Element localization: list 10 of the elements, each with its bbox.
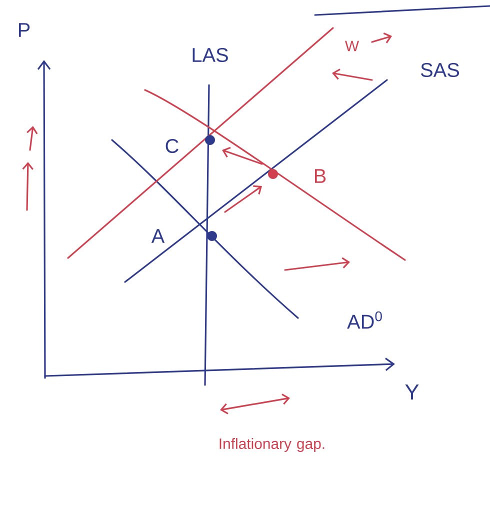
axis-label: P xyxy=(19,23,30,37)
axis-label: LAS xyxy=(192,48,228,62)
axis-label: A xyxy=(151,229,165,243)
axis-label: B xyxy=(315,169,326,183)
axis-label: SAS xyxy=(420,62,460,78)
axis-label: W xyxy=(345,40,359,52)
axis-label: C xyxy=(166,138,178,154)
axis-label: Inflationary gap. xyxy=(220,438,324,452)
axis-label: Y xyxy=(405,384,419,400)
axis-label: AD$^{0}$ xyxy=(347,311,382,329)
